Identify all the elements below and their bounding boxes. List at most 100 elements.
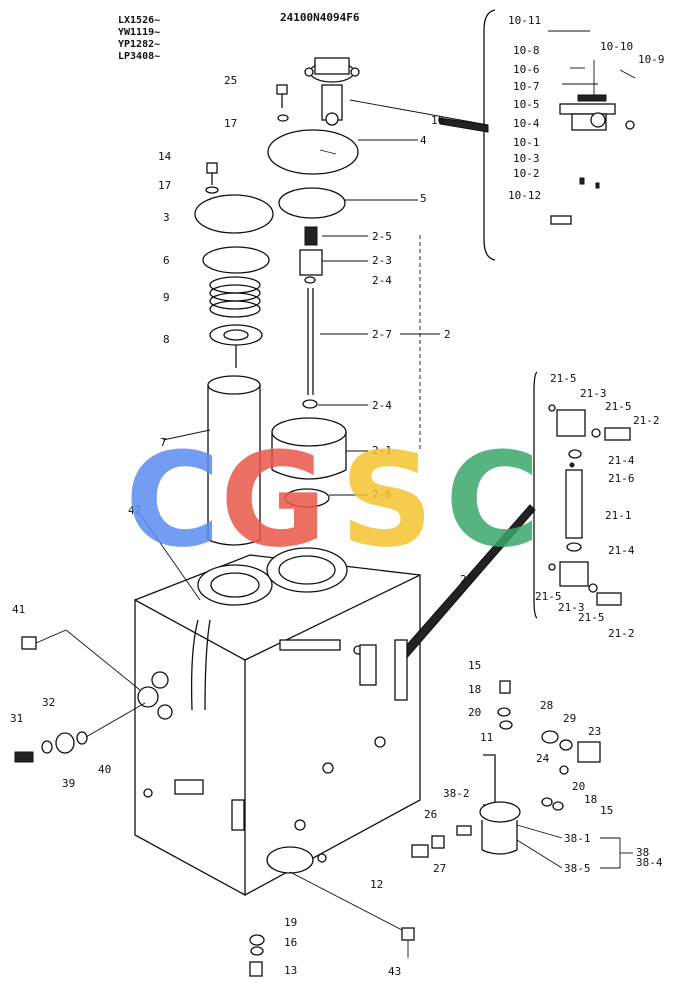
label-21-4a: 21-4 <box>608 454 635 467</box>
washer-20b <box>541 797 553 807</box>
label-10-9: 10-9 <box>638 53 665 66</box>
fitting-left-top <box>151 671 169 689</box>
serial-3: YP1282~ <box>118 39 160 50</box>
cover-39 <box>55 732 75 754</box>
label-41: 41 <box>12 603 25 616</box>
label-21-4b: 21-4 <box>608 544 635 557</box>
bolt-31 <box>14 751 34 763</box>
label-28: 28 <box>540 699 553 712</box>
label-21-1: 21-1 <box>605 509 632 522</box>
label-25: 25 <box>224 74 237 87</box>
serial-4: LP3408~ <box>118 51 160 62</box>
label-29: 29 <box>563 712 576 725</box>
washer-24 <box>559 765 569 775</box>
label-11: 11 <box>480 731 493 744</box>
oring-2-6 <box>284 488 330 508</box>
label-8: 8 <box>163 333 170 346</box>
washer-19 <box>249 934 265 946</box>
label-5: 5 <box>420 192 427 205</box>
label-18b: 18 <box>584 793 597 806</box>
leader-10 <box>349 99 489 126</box>
label-12: 12 <box>370 878 383 891</box>
label-38-5: 38-5 <box>564 862 591 875</box>
filter-2-1 <box>271 417 347 480</box>
label-2-5: 2-5 <box>372 230 392 243</box>
watermark-letter-3: S <box>340 424 434 576</box>
drawing-number: 24100N4094F6 <box>280 11 360 24</box>
label-21-2b: 21-2 <box>608 627 635 640</box>
label-38: 38 <box>636 846 649 859</box>
label-10-8: 10-8 <box>513 44 540 57</box>
watermark-letter-4: C <box>445 424 540 576</box>
watermark: C G S C <box>125 424 540 576</box>
label-21-3a: 21-3 <box>580 387 607 400</box>
bolt-13 <box>249 961 263 977</box>
washer-17b <box>205 186 219 194</box>
label-10-1: 10-1 <box>513 136 540 149</box>
plug-26 <box>431 835 445 849</box>
label-43: 43 <box>388 965 401 978</box>
hose-fitting <box>394 639 408 701</box>
pump-assembly <box>304 57 360 126</box>
label-38-2: 38-2 <box>443 787 470 800</box>
label-32: 32 <box>42 696 55 709</box>
pipe-21-breakdown <box>533 371 631 619</box>
label-10-6: 10-6 <box>513 63 540 76</box>
filter-38 <box>479 801 521 855</box>
washer-17 <box>277 114 289 122</box>
washer-2-4b <box>302 399 318 409</box>
label-21-5d: 21-5 <box>578 611 605 624</box>
label-10-12: 10-12 <box>508 189 541 202</box>
serial-list: LX1526~ YW1119~ YP1282~ LP3408~ <box>118 15 160 62</box>
label-31: 31 <box>10 712 23 725</box>
label-17: 17 <box>224 117 237 130</box>
label-21-5c: 21-5 <box>535 590 562 603</box>
plug-43 <box>401 927 415 941</box>
bracket-11 <box>483 754 496 806</box>
tank-12 <box>134 547 421 897</box>
label-2-4b: 2-4 <box>372 399 392 412</box>
label-2-1: 2-1 <box>372 444 392 457</box>
label-24: 24 <box>536 752 550 765</box>
label-2-4a: 2-4 <box>372 274 392 287</box>
washer-16 <box>250 946 264 956</box>
bolt-25 <box>276 84 288 95</box>
label-10-2: 10-2 <box>513 167 540 180</box>
label-15: 15 <box>468 659 481 672</box>
label-10: 10 <box>431 114 444 127</box>
label-16: 16 <box>284 936 297 949</box>
label-20: 20 <box>468 706 481 719</box>
fitting-29 <box>559 739 573 751</box>
washer-20 <box>499 720 513 730</box>
label-38-4: 38-4 <box>636 856 663 869</box>
label-10-11: 10-11 <box>508 14 541 27</box>
label-21-6: 21-6 <box>608 472 635 485</box>
serial-2: YW1119~ <box>118 27 160 38</box>
label-2: 2 <box>444 328 451 341</box>
label-20b: 20 <box>572 780 585 793</box>
label-39: 39 <box>62 777 75 790</box>
label-9: 9 <box>163 291 170 304</box>
label-10-3: 10-3 <box>513 152 540 165</box>
label-13: 13 <box>284 964 297 977</box>
fitting-left-low <box>157 704 173 720</box>
callout-labels: 25 17 14 17 3 6 9 8 7 42 41 32 31 39 40 … <box>10 14 665 978</box>
serial-1: LX1526~ <box>118 15 160 26</box>
label-10-7: 10-7 <box>513 80 540 93</box>
adapter-23 <box>577 741 601 763</box>
nut-2-3 <box>299 249 323 276</box>
fitting-27 <box>411 844 429 858</box>
label-38-1: 38-1 <box>564 832 591 845</box>
label-14: 14 <box>158 150 172 163</box>
label-21: 21 <box>460 573 473 586</box>
cover-3 <box>194 194 274 234</box>
label-21-3b: 21-3 <box>558 601 585 614</box>
pump-detail <box>548 30 636 225</box>
label-3: 3 <box>163 211 170 224</box>
washer-18b <box>552 801 564 811</box>
valve-8 <box>209 324 263 368</box>
spring-9 <box>209 276 261 318</box>
detail-arrow <box>439 117 489 133</box>
label-2-7: 2-7 <box>372 328 392 341</box>
